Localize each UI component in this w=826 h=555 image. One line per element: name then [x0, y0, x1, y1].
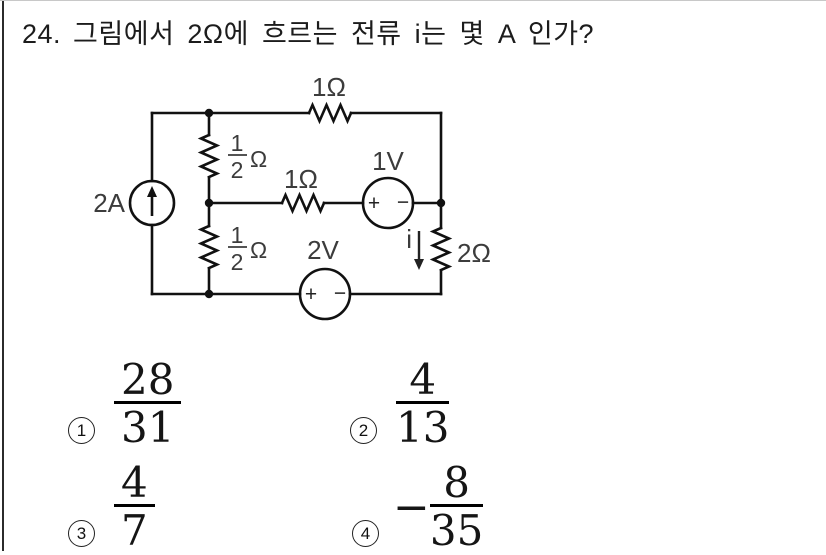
resistor-mid-1ohm: [280, 191, 326, 215]
question-number: 24.: [22, 19, 62, 49]
resistor-lower-half-ohm: [197, 224, 221, 270]
v2-plus-sign: +: [305, 283, 317, 306]
choice-4-minus-sign: −: [393, 482, 430, 533]
upper-half-den: 2: [231, 157, 244, 183]
choice-2: 2 4 13: [350, 359, 450, 452]
lower-half-ohm-label: 1 2 Ω: [228, 222, 267, 275]
v1-minus-sign: −: [397, 191, 409, 214]
voltage-source-1v-label: 1V: [372, 146, 404, 176]
choice-3-number: 3: [68, 520, 95, 547]
top-resistor-label: 1Ω: [312, 72, 346, 102]
voltage-source-2v-label: 2V: [307, 235, 339, 265]
upper-half-ohm-label: 1 2 Ω: [228, 130, 267, 183]
v2-minus-sign: −: [334, 282, 346, 305]
lower-half-unit: Ω: [250, 237, 267, 263]
choice-4-fraction: 8 35: [429, 462, 484, 555]
choice-2-denominator: 13: [396, 403, 450, 452]
choice-4-number: 4: [352, 520, 379, 547]
lower-half-den: 2: [231, 249, 244, 275]
choice-3: 3 4 7: [68, 462, 155, 555]
choice-4-denominator: 35: [429, 506, 484, 555]
lower-half-num: 1: [231, 222, 244, 248]
right-resistor-label: 2Ω: [457, 238, 491, 268]
current-i-arrow-icon: [414, 231, 424, 270]
mid-resistor-label: 1Ω: [284, 164, 318, 194]
v1-plus-sign: +: [368, 192, 380, 215]
choice-1-number: 1: [68, 417, 95, 444]
upper-half-num: 1: [231, 130, 244, 156]
page-left-border: [2, 0, 4, 551]
choice-4-numerator: 8: [429, 462, 484, 507]
question-text: 그림에서 2Ω에 흐르는 전류 i는 몇 A 인가?: [73, 19, 595, 49]
junction-dot: [436, 198, 446, 208]
resistor-top-1ohm: [307, 101, 353, 125]
current-source-arrow-icon: [147, 186, 157, 216]
choice-3-fraction: 4 7: [114, 462, 155, 555]
choice-2-fraction: 4 13: [396, 359, 450, 452]
junction-dots: [204, 108, 446, 299]
upper-half-unit: Ω: [250, 146, 267, 172]
choice-1-fraction: 28 31: [114, 359, 182, 452]
junction-dot: [204, 108, 214, 118]
question-title: 24. 그림에서 2Ω에 흐르는 전류 i는 몇 A 인가?: [22, 12, 594, 51]
choice-3-denominator: 7: [121, 506, 148, 555]
current-source-label: 2A: [93, 188, 125, 218]
resistor-right-2ohm: [429, 226, 453, 272]
resistor-upper-half-ohm: [197, 133, 221, 179]
choice-2-number: 2: [350, 417, 377, 444]
choice-1-numerator: 28: [114, 359, 182, 404]
choice-1: 1 28 31: [68, 359, 182, 452]
current-i-label: i: [406, 224, 412, 254]
page-top-border: [0, 0, 826, 1]
choice-2-numerator: 4: [396, 359, 450, 404]
choice-3-numerator: 4: [114, 462, 155, 507]
junction-dot: [204, 289, 214, 299]
choice-4: 4 − 8 35: [352, 462, 484, 555]
circuit-wires: [128, 101, 453, 321]
choice-1-denominator: 31: [121, 403, 175, 452]
junction-dot: [204, 198, 214, 208]
